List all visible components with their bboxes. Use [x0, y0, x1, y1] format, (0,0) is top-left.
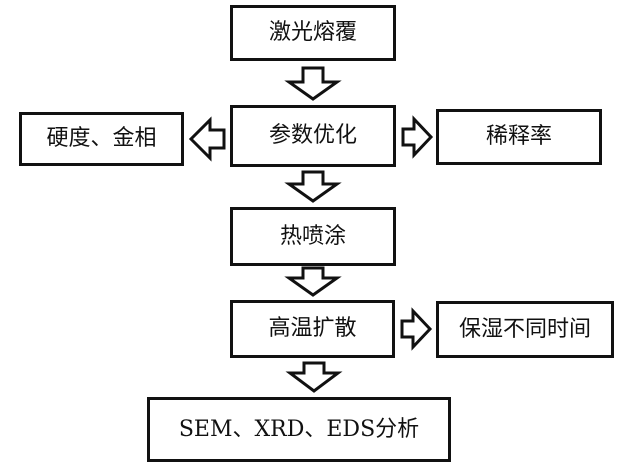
node-holding-time-variation-label: 保湿不同时间	[458, 316, 591, 342]
node-dilution-rate: 稀释率	[436, 109, 602, 165]
node-hardness-metallography-label: 硬度、金相	[46, 126, 157, 151]
arrow-right-1-icon	[401, 115, 434, 159]
arrow-down-4-icon	[285, 361, 343, 393]
node-thermal-spraying-label: 热喷涂	[279, 223, 346, 249]
arrow-left-icon	[188, 116, 226, 162]
node-thermal-spraying: 热喷涂	[230, 207, 396, 266]
node-high-temp-diffusion: 高温扩散	[230, 300, 395, 358]
node-hardness-metallography: 硬度、金相	[19, 112, 184, 166]
arrow-down-3-icon	[284, 266, 342, 297]
node-high-temp-diffusion-label: 高温扩散	[268, 316, 357, 341]
arrow-down-2-icon	[284, 170, 342, 203]
node-laser-cladding: 激光熔覆	[230, 5, 396, 61]
node-dilution-rate-label: 稀释率	[485, 124, 552, 149]
node-parameter-optimization: 参数优化	[230, 105, 396, 167]
node-parameter-optimization-label: 参数优化	[268, 123, 357, 148]
node-laser-cladding-label: 激光熔覆	[268, 20, 357, 45]
node-analysis: SEM、XRD、EDS分析	[147, 397, 451, 462]
arrow-down-1-icon	[284, 66, 342, 101]
arrow-right-2-icon	[400, 307, 433, 351]
node-holding-time-variation: 保湿不同时间	[436, 301, 614, 358]
node-analysis-label: SEM、XRD、EDS分析	[178, 416, 420, 442]
